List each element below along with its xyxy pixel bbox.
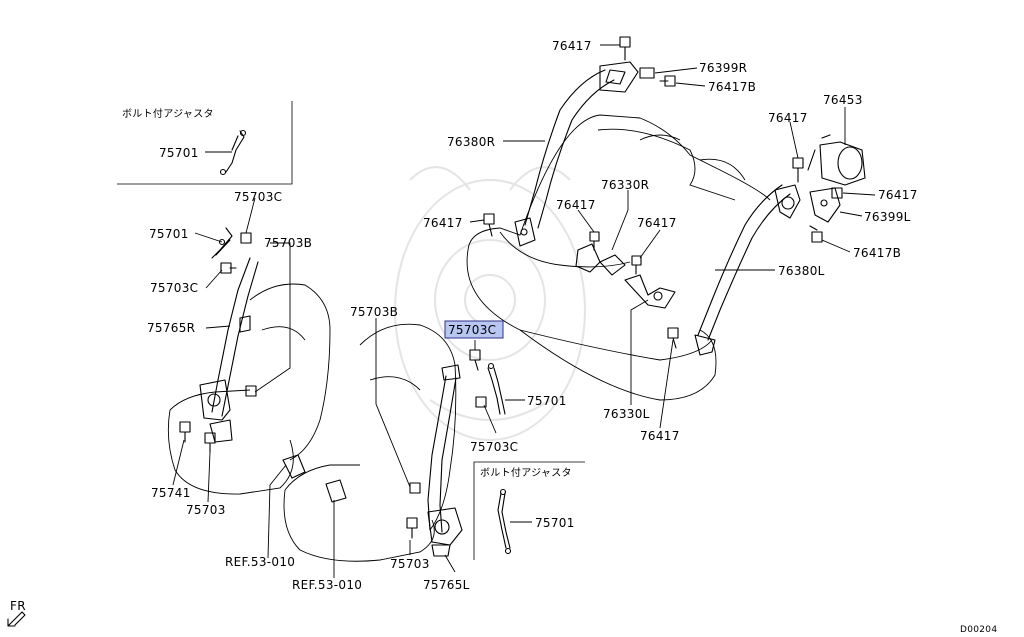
label-75701-left: 75701 (149, 227, 189, 241)
inset-title-bottom: ボルト付アジャスタ (480, 466, 572, 479)
label-ref-53-010-2: REF.53-010 (292, 578, 362, 592)
label-76380R: 76380R (447, 135, 495, 149)
label-76417B-right: 76417B (853, 246, 901, 260)
rear-buckles (575, 243, 676, 309)
label-75701-inset1: 75701 (159, 146, 199, 160)
front-buckles (282, 454, 347, 503)
label-76380L: 76380L (778, 264, 825, 278)
label-75741: 75741 (151, 486, 191, 500)
front-direction-marker: FR (7, 599, 26, 627)
label-76417-center1: 76417 (556, 198, 596, 212)
front-seat-left-outline (167, 283, 331, 495)
inset-title-top: ボルト付アジャスタ (122, 107, 214, 120)
inset-bolt-adjuster-top: ボルト付アジャスタ 75701 (117, 101, 293, 185)
belt-76380L (694, 134, 866, 356)
label-75703-left: 75703 (186, 503, 226, 517)
label-76330L: 76330L (603, 407, 650, 421)
label-76453: 76453 (823, 93, 863, 107)
label-76399L: 76399L (864, 210, 911, 224)
label-76417-bottom: 76417 (640, 429, 680, 443)
label-76417-right: 76417 (878, 188, 918, 202)
label-76330R: 76330R (601, 178, 649, 192)
label-75703C-mid: 75703C (470, 440, 518, 454)
label-76417-top: 76417 (552, 39, 592, 53)
label-75703-bottom: 75703 (390, 557, 430, 571)
belt-75765L (427, 362, 506, 557)
label-75703C-left: 75703C (150, 281, 198, 295)
part-labels: 76417 76399R 76417B 76380R 76453 76417 7… (147, 39, 918, 592)
label-76417B-top: 76417B (708, 80, 756, 94)
label-76417-center2: 76417 (637, 216, 677, 230)
highlight-box (444, 320, 504, 339)
bolts (179, 36, 843, 539)
label-75703B-mid: 75703B (350, 305, 398, 319)
label-ref-53-010-1: REF.53-010 (225, 555, 295, 569)
inset-bolt-adjuster-bottom: ボルト付アジャスタ 75701 (473, 461, 585, 560)
label-75765R: 75765R (147, 321, 195, 335)
label-75703C-highlight: 75703C (448, 323, 496, 337)
label-76399R: 76399R (699, 61, 747, 75)
rear-seatback-outline (466, 114, 771, 401)
label-75701-inset2: 75701 (535, 516, 575, 530)
belt-75765R (199, 227, 259, 443)
leader-lines (172, 44, 876, 578)
diagram-code: D00204 (960, 625, 997, 635)
label-75701-mid: 75701 (527, 394, 567, 408)
front-arrow-icon (7, 611, 26, 627)
label-75703B-left: 75703B (264, 236, 312, 250)
label-76417-left-center: 76417 (423, 216, 463, 230)
belt-76380R (514, 61, 639, 247)
label-76417-mid-right: 76417 (768, 111, 808, 125)
front-label: FR (10, 599, 26, 613)
label-75765L: 75765L (423, 578, 470, 592)
label-75703C-top: 75703C (234, 190, 282, 204)
